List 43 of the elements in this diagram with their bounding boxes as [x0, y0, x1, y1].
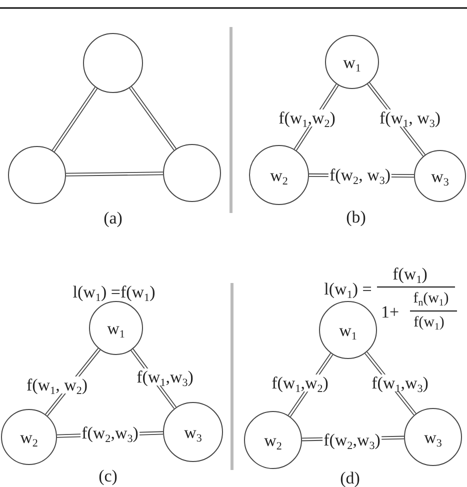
node-label: w$_{2}$	[20, 428, 38, 446]
edge-label: f(w$_{1}$,w$_{3}$)	[370, 374, 430, 392]
node-label: w$_{2}$	[270, 166, 288, 184]
node-label: w$_{1}$	[107, 320, 125, 336]
node-label: w$_{2}$	[264, 432, 282, 448]
node-label: w$_{3}$	[424, 428, 442, 446]
panel-label: (c)	[98, 468, 118, 484]
node-label: w$_{1}$	[343, 54, 361, 70]
circle-node	[163, 402, 223, 462]
edge-label: f(w$_{1}$,w$_{2}$)	[270, 374, 330, 392]
edge-label: f(w$_{1}$, w$_{2}$)	[25, 376, 89, 394]
formula-text: l(w$_{1}$) =	[324, 280, 372, 298]
circle-node	[244, 411, 302, 469]
circle-node	[1, 409, 57, 465]
double-line-connector	[52, 86, 98, 152]
panel-label: (d)	[340, 470, 360, 486]
circle-node	[163, 144, 221, 202]
edge-label: f(w$_{2}$, w$_{3}$)	[328, 166, 392, 184]
panel-label: (a)	[104, 210, 122, 226]
circle-node	[325, 35, 379, 89]
edge-label: f(w$_{1}$, w$_{3}$)	[378, 110, 442, 126]
circle-node	[414, 150, 466, 202]
denominator-text: 1+	[380, 304, 400, 320]
double-line-connector	[129, 86, 177, 151]
double-line-connector	[66, 172, 164, 176]
node-label: w$_{3}$	[184, 424, 202, 440]
circle-node	[89, 301, 143, 355]
edge-label: f(w$_{1}$,w$_{3}$)	[136, 368, 194, 386]
node-label: w$_{1}$	[339, 322, 357, 338]
edge-label: f(w$_{1}$,w$_{2}$)	[278, 110, 336, 126]
edge-label: f(w$_{2}$,w$_{3}$)	[80, 424, 140, 442]
panel-label: (b)	[346, 208, 366, 226]
node-label: w$_{3}$	[431, 168, 449, 184]
circle-node	[83, 33, 143, 93]
circle-node	[404, 408, 462, 466]
numerator-text: f$_{n}$(w$_{1}$)	[413, 292, 449, 306]
circle-node	[319, 301, 377, 359]
circle-node	[249, 145, 309, 205]
circle-node	[8, 146, 66, 204]
denominator-text: f(w$_{1}$)	[414, 316, 444, 330]
edge-label: f(w$_{2}$,w$_{3}$)	[322, 432, 382, 448]
numerator-text: f(w$_{1}$)	[392, 266, 428, 282]
formula-text: l(w$_{1}$) =f(w$_{1}$)	[72, 284, 156, 300]
